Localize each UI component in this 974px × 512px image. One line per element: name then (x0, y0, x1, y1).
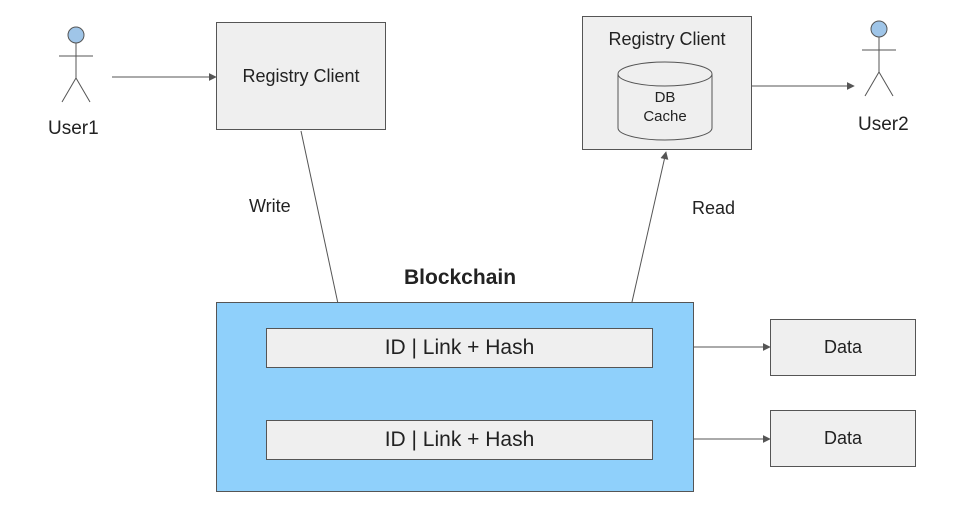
blockchain-row-1-label: ID | Link + Hash (384, 336, 535, 359)
user1-actor-icon (59, 26, 93, 103)
registry-client-left: Registry Client (216, 22, 386, 130)
db-cache-label: DB Cache (643, 89, 687, 125)
blockchain-row-2-label: ID | Link + Hash (384, 428, 535, 451)
data-box-bottom-label: Data (823, 428, 863, 448)
data-box-top: Data (770, 319, 916, 376)
data-box-top-label: Data (823, 337, 863, 357)
read-label: Read (692, 198, 736, 218)
blockchain-row-2: ID | Link + Hash (266, 420, 653, 460)
arrow-read (626, 151, 669, 325)
arrow-write (300, 130, 346, 328)
blockchain-row-1: ID | Link + Hash (266, 328, 653, 368)
db-cache-cylinder-icon (617, 61, 713, 141)
user2-actor-icon (862, 20, 896, 97)
blockchain-title: Blockchain (404, 266, 517, 289)
user2-label: User2 (858, 114, 909, 135)
registry-client-right-label: Registry Client (608, 29, 726, 49)
user1-label: User1 (48, 118, 99, 139)
registry-client-left-label: Registry Client (242, 65, 360, 86)
data-box-bottom: Data (770, 410, 916, 467)
write-label: Write (249, 196, 291, 216)
